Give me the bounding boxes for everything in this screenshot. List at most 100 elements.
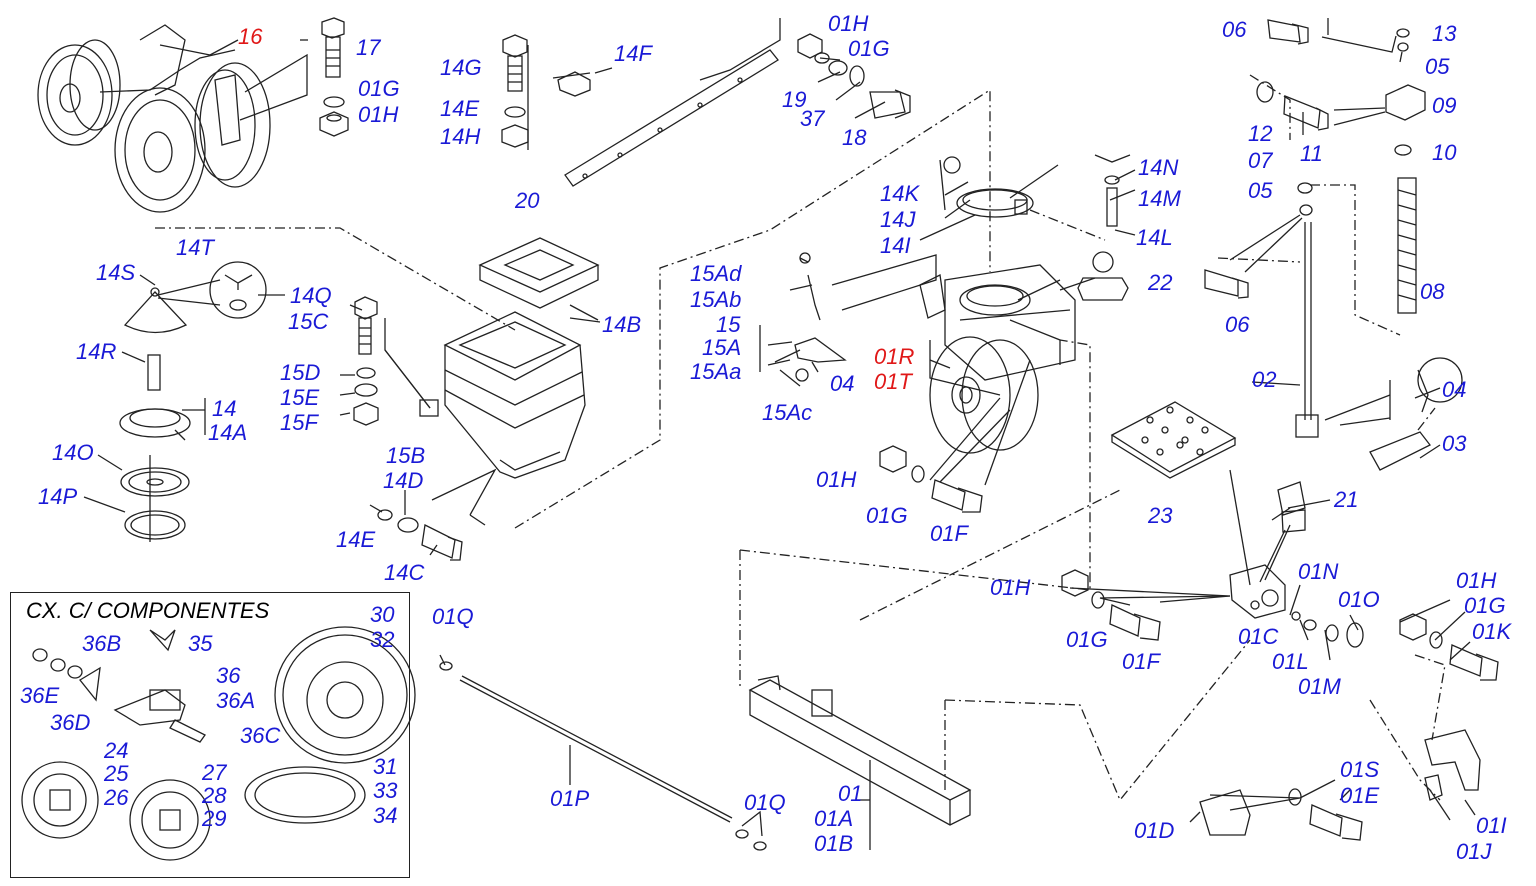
body-01C: [1061, 564, 1364, 648]
part-label-01H: 01H: [828, 11, 869, 36]
part-label-14M: 14M: [1138, 186, 1181, 211]
fastener-group-01F-a: [879, 445, 983, 513]
part-label-01G: 01G: [358, 76, 400, 101]
part-label-14F: 14F: [614, 41, 652, 66]
part-label-14A: 14A: [208, 420, 248, 445]
part-label-15Ad: 15Ad: [690, 261, 742, 286]
pin-14L: [1094, 154, 1131, 227]
part-label-01S: 01S: [1340, 757, 1380, 782]
part-label-15Ac: 15Ac: [762, 400, 813, 425]
hopper-14B: [443, 237, 600, 479]
part-label-14B: 14B: [602, 312, 642, 337]
bolt-14C: [377, 509, 463, 561]
part-label-15A: 15A: [702, 335, 742, 360]
part-label-01E: 01E: [1340, 783, 1380, 808]
part-label-14K: 14K: [880, 181, 920, 206]
part-label-14L: 14L: [1136, 225, 1173, 250]
part-label-15F: 15F: [280, 410, 318, 435]
part-label-14N: 14N: [1138, 155, 1179, 180]
part-label-01Q: 01Q: [744, 790, 786, 815]
part-label-14E: 14E: [336, 527, 376, 552]
part-label-04: 04: [1442, 377, 1467, 402]
part-label-18: 18: [842, 125, 867, 150]
part-label-35: 35: [188, 631, 213, 656]
part-label-01I: 01I: [1476, 813, 1507, 838]
part-label-14E: 14E: [440, 96, 480, 121]
bolt-17: [319, 17, 349, 137]
part-label-01R: 01R: [874, 344, 915, 369]
part-label-19: 19: [782, 87, 807, 112]
bolt-14G: [501, 34, 591, 148]
part-label-01B: 01B: [814, 831, 854, 856]
part-label-15Aa: 15Aa: [690, 359, 742, 384]
part-label-26: 26: [104, 785, 129, 810]
part-label-15C: 15C: [288, 309, 329, 334]
part-label-33: 33: [373, 778, 398, 803]
part-label-14C: 14C: [384, 560, 425, 585]
part-label-36A: 36A: [216, 688, 256, 713]
part-label-09: 09: [1432, 93, 1457, 118]
cone-assembly-14: [119, 261, 267, 540]
part-label-29: 29: [202, 806, 227, 831]
part-label-14Q: 14Q: [290, 283, 332, 308]
part-label-21: 21: [1334, 487, 1359, 512]
part-label-14S: 14S: [96, 260, 136, 285]
part-label-06: 06: [1225, 312, 1250, 337]
part-label-15Ab: 15Ab: [690, 287, 742, 312]
part-label-17: 17: [356, 35, 381, 60]
part-label-01L: 01L: [1272, 649, 1309, 674]
assembly-lines: [155, 74, 1446, 802]
bar-20: [564, 49, 779, 187]
part-label-01H: 01H: [358, 102, 399, 127]
metering-unit: [919, 264, 1076, 454]
fastener-group-18: [797, 33, 911, 119]
part-label-01K: 01K: [1472, 619, 1512, 644]
part-label-01P: 01P: [550, 786, 590, 811]
lever-15A: [774, 252, 847, 382]
part-label-01A: 01A: [814, 806, 854, 831]
leader-lines: [83, 18, 1476, 850]
part-label-01D: 01D: [1134, 818, 1175, 843]
part-label-14H: 14H: [440, 124, 481, 149]
fastener-group-01E: [1199, 788, 1363, 841]
part-label-14D: 14D: [383, 468, 424, 493]
part-label-01H: 01H: [990, 575, 1031, 600]
part-label-01G: 01G: [1066, 627, 1108, 652]
frame-01: [748, 675, 972, 826]
part-label-23: 23: [1148, 503, 1173, 528]
part-label-14: 14: [212, 396, 237, 421]
part-label-01M: 01M: [1298, 674, 1341, 699]
part-label-14O: 14O: [52, 440, 94, 465]
part-label-28: 28: [202, 783, 227, 808]
part-label-36D: 36D: [50, 710, 91, 735]
part-label-08: 08: [1420, 279, 1445, 304]
part-label-01G: 01G: [848, 36, 890, 61]
part-label-01J: 01J: [1456, 839, 1492, 864]
part-label-01H: 01H: [816, 467, 857, 492]
part-label-04: 04: [830, 371, 855, 396]
shaft-01P: [439, 661, 767, 851]
right-column-parts: [1204, 19, 1463, 471]
plate-23: [1110, 401, 1237, 479]
part-label-24: 24: [104, 738, 129, 763]
part-label-25: 25: [104, 761, 129, 786]
part-label-05: 05: [1425, 54, 1450, 79]
part-label-01O: 01O: [1338, 587, 1380, 612]
part-label-36: 36: [216, 663, 241, 688]
part-label-14I: 14I: [880, 233, 911, 258]
part-label-07: 07: [1248, 148, 1273, 173]
part-label-31: 31: [373, 754, 398, 779]
part-label-01H: 01H: [1456, 568, 1497, 593]
part-label-14P: 14P: [38, 484, 78, 509]
part-label-01F: 01F: [930, 521, 968, 546]
part-label-22: 22: [1148, 270, 1173, 295]
part-label-10: 10: [1432, 140, 1457, 165]
fastener-group-01K: [1399, 613, 1499, 801]
part-label-13: 13: [1432, 21, 1457, 46]
part-label-36E: 36E: [20, 683, 60, 708]
part-label-06: 06: [1222, 17, 1247, 42]
part-label-01Q: 01Q: [432, 604, 474, 629]
part-label-20: 20: [515, 188, 540, 213]
part-label-03: 03: [1442, 431, 1467, 456]
